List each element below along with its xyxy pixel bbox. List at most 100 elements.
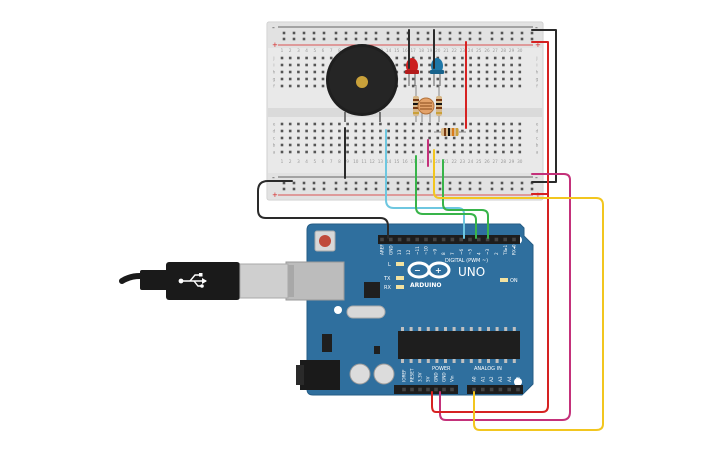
- column-number: 1: [281, 48, 284, 53]
- column-number: 3: [297, 48, 300, 53]
- reset-button[interactable]: [314, 230, 336, 252]
- breadboard-hole: [436, 136, 440, 140]
- row-letter: g: [273, 77, 276, 82]
- breadboard-hole: [354, 143, 358, 147]
- header-pin[interactable]: [477, 237, 481, 242]
- breadboard-hole: [321, 84, 325, 88]
- column-number: 18: [419, 48, 425, 53]
- pin-label: GND: [388, 245, 393, 255]
- breadboard-hole: [420, 150, 423, 154]
- breadboard-hole: [288, 84, 292, 88]
- rail-hole: [478, 187, 482, 191]
- rail-hole: [374, 187, 378, 191]
- breadboard-hole: [469, 150, 472, 154]
- wire-green-red-led: [415, 155, 477, 239]
- crystal-oscillator: [346, 305, 386, 319]
- header-pin[interactable]: [489, 387, 494, 392]
- header-pin[interactable]: [424, 237, 428, 242]
- rail-hole: [344, 187, 348, 191]
- breadboard-hole: [485, 136, 489, 140]
- header-pin[interactable]: [485, 237, 490, 242]
- header-pin[interactable]: [503, 237, 507, 242]
- rail-hole: [282, 31, 286, 35]
- breadboard-hole: [461, 77, 464, 81]
- column-number: 30: [517, 159, 523, 164]
- breadboard-hole: [444, 63, 448, 67]
- breadboard-hole: [485, 129, 489, 133]
- breadboard-hole: [469, 143, 472, 147]
- resistor-photoresistor[interactable]: [434, 128, 466, 136]
- photoresistor[interactable]: [417, 97, 435, 122]
- pin-label: ~5: [468, 248, 473, 255]
- header-pin[interactable]: [402, 387, 406, 392]
- row-letter: e: [536, 122, 539, 127]
- header-pin[interactable]: [441, 237, 446, 242]
- breadboard-hole: [387, 129, 390, 133]
- rail-hole: [510, 31, 514, 35]
- breadboard-hole: [395, 136, 399, 140]
- rail-hole: [302, 181, 306, 185]
- rail-hole: [292, 187, 296, 191]
- piezo-buzzer[interactable]: [326, 44, 398, 122]
- breadboard-hole: [288, 56, 292, 60]
- breadboard-hole: [362, 122, 366, 126]
- header-pin[interactable]: [406, 237, 411, 242]
- breadboard-hole: [280, 56, 284, 60]
- rail-hole: [490, 37, 494, 41]
- breadboard-hole: [420, 77, 423, 81]
- chip-pin: [401, 327, 404, 331]
- chip-pin: [495, 359, 499, 363]
- row-letter: d: [536, 129, 539, 134]
- usb-symbol-icon: [178, 273, 207, 288]
- header-pin[interactable]: [450, 237, 455, 242]
- column-number: 24: [468, 159, 474, 164]
- header-pin[interactable]: [459, 237, 463, 242]
- column-number: 14: [386, 159, 392, 164]
- resistor-blue-led[interactable]: [436, 85, 442, 122]
- header-pin[interactable]: [507, 387, 511, 392]
- rail-hole: [396, 31, 400, 35]
- breadboard-hole: [518, 84, 522, 88]
- rail-hole: [448, 187, 452, 191]
- rail-hole: [354, 37, 358, 41]
- column-number: 4: [305, 159, 308, 164]
- breadboard-hole: [510, 56, 513, 60]
- resistor-red-led[interactable]: [413, 85, 419, 122]
- header-pin[interactable]: [442, 387, 446, 392]
- header-pin[interactable]: [426, 387, 430, 392]
- header-pin[interactable]: [415, 237, 419, 242]
- header-pin[interactable]: [498, 387, 503, 392]
- header-pin[interactable]: [410, 387, 414, 392]
- rail-hole: [500, 37, 504, 41]
- header-pin[interactable]: [468, 237, 472, 242]
- header-pin[interactable]: [380, 237, 384, 242]
- chip-pin: [409, 327, 413, 331]
- header-pin[interactable]: [516, 387, 520, 392]
- header-pin[interactable]: [389, 237, 393, 242]
- breadboard-hole: [461, 122, 464, 126]
- header-pin[interactable]: [433, 237, 437, 242]
- header-pin[interactable]: [481, 387, 485, 392]
- header-pin[interactable]: [512, 237, 516, 242]
- header-pin[interactable]: [450, 387, 454, 392]
- breadboard-hole: [387, 150, 390, 154]
- rail-hole: [364, 31, 368, 35]
- breadboard-hole: [420, 56, 423, 60]
- breadboard-hole: [477, 63, 481, 67]
- header-pin[interactable]: [418, 387, 422, 392]
- breadboard-hole: [305, 77, 308, 81]
- rail-hole: [490, 181, 494, 185]
- rail-hole: [458, 187, 462, 191]
- breadboard-hole: [518, 122, 522, 126]
- header-pin[interactable]: [494, 237, 499, 242]
- header-pin[interactable]: [397, 237, 402, 242]
- breadboard-hole: [305, 63, 308, 67]
- rail-hole: [344, 37, 348, 41]
- breadboard-hole: [297, 129, 300, 133]
- breadboard-hole: [288, 122, 292, 126]
- header-pin[interactable]: [434, 387, 438, 392]
- breadboard-hole: [461, 143, 464, 147]
- breadboard-hole: [305, 129, 308, 133]
- rail-hole: [406, 181, 410, 185]
- header-pin[interactable]: [472, 387, 476, 392]
